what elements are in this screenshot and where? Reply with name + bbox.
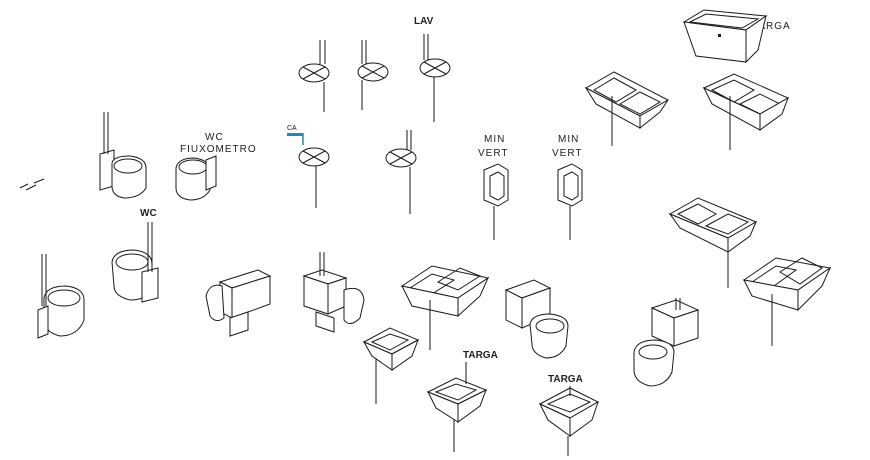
double-sink-2	[702, 73, 790, 150]
wc-wall-hung-1	[99, 112, 147, 199]
wc-fluxometro	[175, 155, 217, 201]
label-min-vert-1-line2: VERT	[478, 148, 509, 159]
label-ca: CA	[287, 125, 297, 132]
lavatory-basin-2	[357, 40, 389, 110]
lavatory-basin-4	[298, 147, 330, 208]
urinal-2	[557, 163, 583, 240]
double-sink-3	[668, 197, 758, 288]
wc-floor-2	[37, 254, 85, 339]
wc-tank-3	[504, 279, 569, 359]
double-sink-5	[400, 265, 490, 350]
lavatory-basin-5	[385, 130, 417, 214]
ca-marker	[287, 133, 303, 136]
single-sink-2	[426, 362, 488, 452]
double-sink-1	[584, 71, 670, 146]
label-min-vert-1-line1: MIN	[484, 134, 505, 145]
single-sink-3	[538, 386, 600, 456]
wc-tank-2	[302, 252, 365, 333]
single-sink-1	[362, 327, 420, 404]
label-targa-mid: TARGA	[463, 350, 498, 361]
label-wc-fluxometro-line1: WC	[205, 132, 224, 143]
label-min-vert-2-line1: MIN	[558, 134, 579, 145]
double-sink-4	[742, 257, 832, 346]
label-targa-top: TARGA	[752, 21, 791, 32]
label-wc-bold: WC	[140, 208, 157, 219]
label-wc-fluxometro-line2: FIUXOMETRO	[180, 144, 257, 155]
dash-marks	[19, 178, 45, 191]
lavatory-basin-1	[298, 40, 330, 112]
urinal-1	[483, 163, 509, 240]
wc-floor-1	[111, 222, 159, 303]
label-lav: LAV	[414, 16, 434, 27]
label-targa-bottom: TARGA	[548, 374, 583, 385]
targa-sink-top	[682, 9, 768, 64]
wc-tank-1	[205, 269, 272, 337]
lavatory-basin-3	[419, 34, 451, 122]
wc-tank-4	[633, 298, 700, 387]
label-min-vert-2-line2: VERT	[552, 148, 583, 159]
